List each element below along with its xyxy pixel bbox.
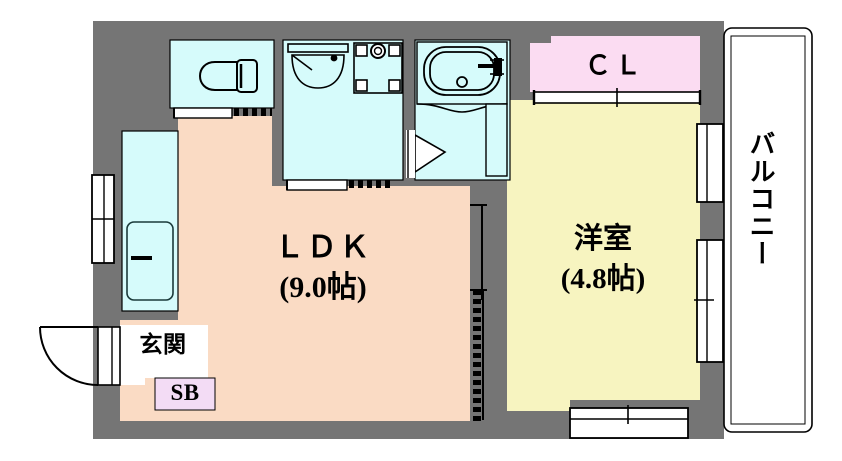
window-icon-bedroom-south[interactable] bbox=[569, 405, 689, 439]
window-icon-entrance-west[interactable] bbox=[91, 174, 115, 264]
folding-door-icon[interactable] bbox=[406, 130, 447, 178]
entrance-door-icon[interactable] bbox=[39, 326, 121, 386]
washroom-sliding-door[interactable] bbox=[286, 179, 392, 191]
entrance-floor bbox=[120, 325, 208, 385]
vanity-sink-icon bbox=[287, 43, 349, 89]
shoebox-area bbox=[154, 377, 216, 411]
room-toilet-floor bbox=[170, 40, 274, 108]
kitchen-sink-icon bbox=[126, 221, 174, 301]
balcony-area bbox=[723, 27, 813, 433]
closet-cl-floor bbox=[530, 36, 700, 92]
window-icon-bedroom-east-lower[interactable] bbox=[694, 239, 724, 363]
sliding-door-icon[interactable] bbox=[470, 204, 487, 423]
window-icon-bedroom-east-upper[interactable] bbox=[696, 123, 724, 203]
closet-door-icon[interactable] bbox=[532, 88, 702, 107]
bathtub-icon bbox=[416, 41, 508, 177]
room-bedroom-floor bbox=[507, 100, 700, 411]
toilet-icon bbox=[198, 59, 258, 93]
toilet-sliding-door[interactable] bbox=[173, 107, 272, 119]
washing-machine-icon bbox=[353, 42, 403, 94]
